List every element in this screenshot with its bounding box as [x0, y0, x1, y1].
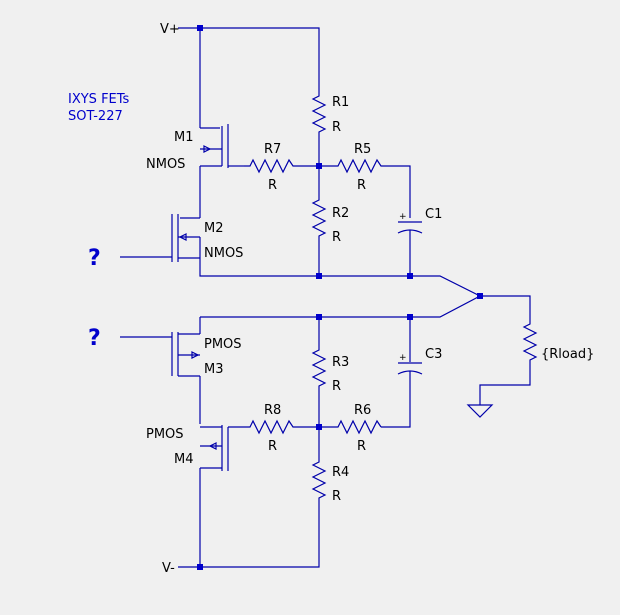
v-plus-rail	[178, 27, 320, 90]
r6-value: R	[357, 439, 366, 454]
r3-resistor	[311, 317, 327, 427]
r1-value: R	[332, 120, 341, 135]
r2-value: R	[332, 230, 341, 245]
c3-capacitor	[381, 317, 423, 428]
r4-name: R4	[332, 465, 349, 480]
m1-name: M1	[174, 130, 194, 145]
m2-name: M2	[204, 221, 224, 236]
r5-value: R	[357, 178, 366, 193]
r5-resistor	[319, 158, 411, 218]
rload-resistor	[479, 320, 538, 405]
input-bottom-label: ?	[88, 326, 101, 351]
c1-name: C1	[425, 207, 442, 222]
r6-name: R6	[354, 403, 371, 418]
note-line2: SOT-227	[68, 109, 123, 124]
r1-resistor	[311, 90, 327, 166]
r1-name: R1	[332, 95, 349, 110]
c1-plus-mark: +	[399, 212, 407, 222]
r7-value: R	[268, 178, 277, 193]
v-plus-label: V+	[160, 22, 180, 37]
rload-label: {Rload}	[541, 347, 594, 362]
r2-resistor	[311, 166, 327, 276]
r4-value: R	[332, 489, 341, 504]
m4-type: PMOS	[146, 427, 184, 442]
r8-resistor	[228, 419, 319, 435]
r2-name: R2	[332, 206, 349, 221]
r8-value: R	[268, 439, 277, 454]
m3-name: M3	[204, 362, 224, 377]
m4-name: M4	[174, 452, 194, 467]
r3-value: R	[332, 379, 341, 394]
input-top-label: ?	[88, 246, 101, 271]
junction-dots	[197, 25, 483, 570]
ground-symbol	[466, 404, 494, 418]
r7-resistor	[244, 158, 319, 174]
m3-type: PMOS	[204, 337, 242, 352]
c3-name: C3	[425, 347, 442, 362]
m3-transistor	[120, 316, 410, 424]
note-line1: IXYS FETs	[68, 92, 130, 107]
m4-transistor	[199, 425, 229, 567]
m1-transistor	[199, 28, 244, 205]
output-node-wires	[410, 275, 482, 318]
m1-type: NMOS	[146, 157, 185, 172]
c3-plus-mark: +	[399, 353, 407, 363]
r8-name: R8	[264, 403, 281, 418]
r4-resistor	[311, 427, 327, 507]
load-wire	[480, 295, 531, 320]
m2-transistor	[120, 205, 410, 277]
r6-resistor	[319, 419, 382, 435]
m2-type: NMOS	[204, 246, 243, 261]
v-minus-rail	[178, 507, 320, 568]
r3-name: R3	[332, 355, 349, 370]
r5-name: R5	[354, 142, 371, 157]
c1-capacitor	[397, 221, 423, 276]
v-minus-label: V-	[162, 561, 175, 576]
r7-name: R7	[264, 142, 281, 157]
